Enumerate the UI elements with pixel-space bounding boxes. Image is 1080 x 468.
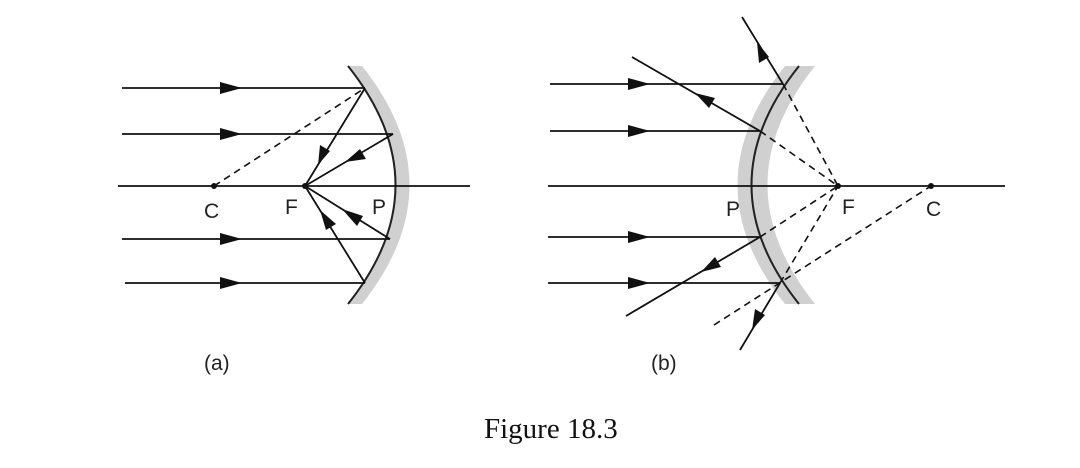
panel-a-reflected-arrowhead-3	[342, 209, 363, 226]
panel-b-label-c: C	[926, 198, 941, 221]
panel-b-sublabel: (b)	[651, 352, 677, 375]
panel-a-arrowhead-2	[220, 128, 242, 140]
panel-b-label-p: P	[726, 198, 740, 221]
panel-a-label-f: F	[285, 196, 298, 219]
panel-a-focus-point	[302, 183, 308, 189]
panel-a-mirror-surface	[347, 65, 397, 305]
panel-a-sublabel: (a)	[204, 352, 230, 375]
figure-caption: Figure 18.3	[484, 413, 618, 445]
panel-b-reflected-ray-3	[625, 236, 761, 317]
panel-b-virtual-extension-2	[759, 130, 839, 187]
panel-a-reflected-arrowhead-1	[318, 145, 330, 165]
panel-a-concave-mirror: C F P (a)	[118, 65, 470, 375]
panel-b-virtual-extension-1	[782, 83, 839, 187]
panel-b-focus-point	[835, 183, 841, 189]
panel-a-reflected-ray-1	[304, 87, 366, 187]
panel-b-arrowhead-1	[628, 78, 650, 90]
panel-b-arrowhead-3	[628, 231, 650, 243]
panel-b-center-point	[928, 183, 934, 189]
panel-b-arrowhead-2	[628, 125, 650, 137]
panel-b-convex-mirror: P F C (b)	[548, 16, 1005, 375]
panel-b-virtual-extension-3	[759, 185, 839, 238]
panel-b-normal-line	[713, 185, 932, 326]
panel-a-reflected-arrowhead-4	[320, 210, 336, 230]
panel-a-normal-line	[213, 87, 366, 187]
panel-b-reflected-arrowhead-3	[701, 257, 721, 272]
panel-a-mirror-shading	[348, 66, 410, 304]
panel-a-arrowhead-1	[220, 82, 242, 94]
panel-b-label-f: F	[842, 196, 855, 219]
panel-a-center-point	[211, 183, 217, 189]
panel-a-reflected-ray-4	[304, 185, 366, 284]
panel-a-label-c: C	[204, 200, 219, 223]
panel-a-label-p: P	[372, 196, 386, 219]
panel-b-mirror-shading	[737, 66, 815, 304]
panel-b-virtual-extension-4	[779, 185, 839, 284]
panel-a-reflected-arrowhead-2	[345, 149, 366, 162]
panel-b-reflected-arrowhead-4	[752, 309, 765, 330]
panel-a-arrowhead-4	[220, 277, 242, 289]
panel-b-reflected-arrowhead-1	[757, 42, 769, 63]
panel-b-mirror-surface	[750, 65, 800, 305]
panel-b-arrowhead-4	[628, 277, 650, 289]
panel-b-reflected-arrowhead-2	[695, 93, 715, 108]
panel-a-arrowhead-3	[220, 233, 242, 245]
